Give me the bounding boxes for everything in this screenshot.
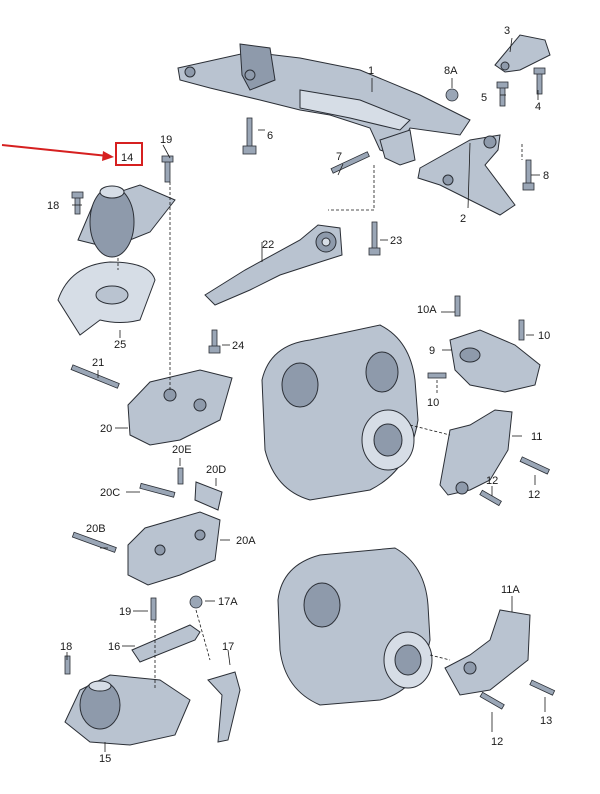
bolt-20B — [71, 531, 117, 553]
bolt-12a — [519, 456, 550, 475]
label-18-lower: 18 — [60, 641, 72, 653]
bolt-18-lower — [64, 655, 71, 675]
label-15: 15 — [99, 753, 111, 765]
bracket-20A-part — [127, 511, 221, 586]
label-10-lower: 10 — [427, 397, 439, 409]
label-14: 14 — [121, 152, 133, 164]
label-7: 7 — [336, 151, 342, 163]
bracket-11-part — [439, 409, 513, 496]
bolt-10-upper — [518, 319, 525, 341]
label-19-upper: 19 — [160, 134, 172, 146]
bolts-top — [71, 67, 546, 354]
label-3: 3 — [504, 25, 510, 37]
label-23: 23 — [390, 235, 402, 247]
leader-lines — [66, 37, 546, 752]
label-21: 21 — [92, 357, 104, 369]
bolt-12c — [479, 691, 505, 710]
label-17: 17 — [222, 641, 234, 653]
label-8: 8 — [543, 170, 549, 182]
label-17A: 17A — [218, 596, 238, 608]
label-12-c: 12 — [491, 736, 503, 748]
engine-mount-15-part — [64, 674, 191, 746]
support-9-part — [449, 329, 541, 393]
bracket-11A-part — [444, 609, 531, 696]
bracket-20D-part — [194, 481, 223, 511]
label-24: 24 — [232, 340, 244, 352]
label-11: 11 — [531, 431, 542, 443]
heat-shield-part — [57, 261, 156, 336]
label-20E: 20E — [172, 444, 192, 456]
wishbone-part — [417, 134, 516, 216]
bolt-20E — [177, 467, 184, 485]
label-20D: 20D — [206, 464, 226, 476]
label-20B: 20B — [86, 523, 106, 535]
plate-16-part — [131, 624, 201, 663]
highlight-callout-14 — [1, 142, 143, 166]
label-20C: 20C — [100, 487, 120, 499]
subframe-part — [177, 43, 471, 166]
label-18-upper: 18 — [47, 200, 59, 212]
label-20A: 20A — [236, 535, 256, 547]
label-4: 4 — [535, 101, 541, 113]
gearbox-lower-part — [277, 547, 433, 706]
bolt-12b — [479, 489, 502, 507]
bracket-3-part — [494, 34, 551, 73]
nut-17A — [189, 595, 203, 609]
label-12-b: 12 — [528, 489, 540, 501]
label-10A: 10A — [417, 304, 437, 316]
label-16: 16 — [108, 641, 120, 653]
label-8A: 8A — [444, 65, 458, 77]
label-20: 20 — [100, 423, 112, 435]
bolt-10-lower — [427, 372, 447, 379]
label-22: 22 — [262, 239, 274, 251]
label-5: 5 — [481, 92, 487, 104]
label-11A: 11A — [501, 584, 520, 596]
label-10-upper: 10 — [538, 330, 550, 342]
bolt-19-lower — [150, 597, 157, 621]
gearbox-upper-part — [261, 324, 419, 501]
label-19-lower: 19 — [119, 606, 131, 618]
highlight-box-14 — [115, 142, 143, 166]
label-25: 25 — [114, 339, 126, 351]
label-9: 9 — [429, 345, 435, 357]
bolt-10A — [454, 295, 461, 317]
label-2: 2 — [460, 213, 466, 225]
label-1: 1 — [368, 65, 374, 77]
bolt-20C — [139, 482, 176, 498]
bracket-17-part — [207, 671, 241, 743]
torque-rod-part — [204, 224, 343, 306]
engine-mount-14-part — [77, 184, 176, 258]
label-6: 6 — [267, 130, 273, 142]
bracket-20-part — [127, 369, 233, 446]
label-13: 13 — [540, 715, 552, 727]
bolt-13 — [529, 679, 556, 696]
label-12-a: 12 — [486, 475, 498, 487]
